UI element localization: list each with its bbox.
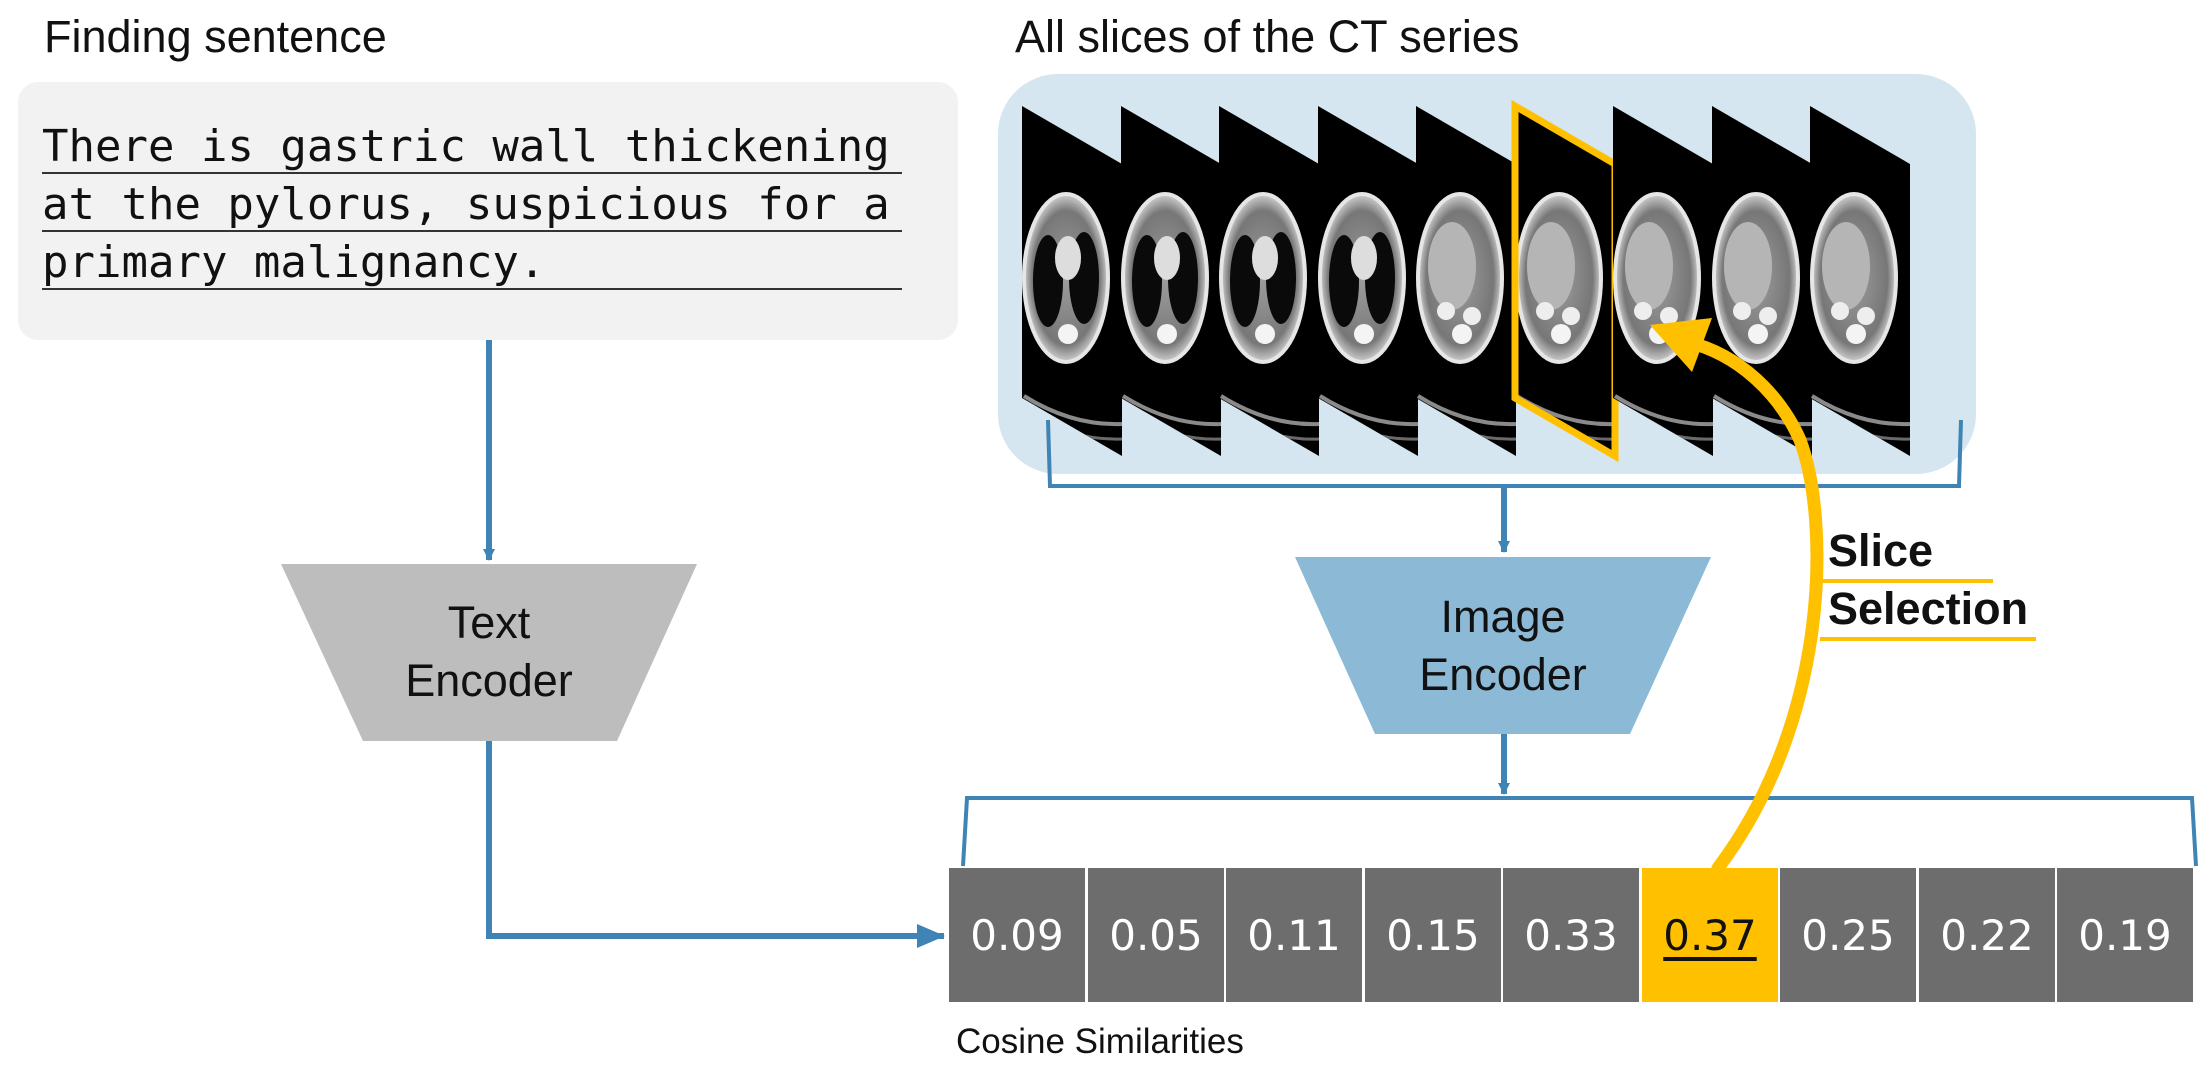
similarity-value: 0.05 [1109, 910, 1203, 960]
similarity-value: 0.09 [970, 910, 1064, 960]
ct-slice [1318, 106, 1418, 456]
similarity-cell-selected: 0.37 [1642, 868, 1778, 1002]
similarity-cell: 0.19 [2057, 868, 2193, 1002]
similarity-value: 0.37 [1663, 910, 1757, 960]
similarity-cell: 0.33 [1503, 868, 1639, 1002]
text-encoder-shape [281, 564, 697, 741]
similarity-value: 0.25 [1801, 910, 1895, 960]
similarity-value: 0.11 [1247, 910, 1341, 960]
similarity-cell: 0.09 [949, 868, 1085, 1002]
similarity-cell: 0.15 [1365, 868, 1501, 1002]
slices-brace [1046, 419, 1963, 488]
similarity-cell: 0.25 [1780, 868, 1916, 1002]
ct-slice [1712, 106, 1812, 456]
similarities-brace [961, 796, 2198, 867]
ct-slice [1613, 106, 1713, 456]
ct-slice-stack [1022, 99, 1910, 463]
image-encoder-line2: Encoder [1419, 649, 1587, 700]
slices-heading: All slices of the CT series [1015, 11, 1520, 62]
finding-line-1: There is gastric wall thickening [42, 122, 902, 174]
similarity-value: 0.19 [2078, 910, 2172, 960]
similarity-cell: 0.05 [1088, 868, 1224, 1002]
ct-slice [1022, 106, 1122, 456]
ct-slice [1416, 106, 1516, 456]
finding-line-3: primary malignancy. [42, 238, 902, 290]
image-encoder-shape [1295, 557, 1711, 734]
text-encoder-label: Text Encoder [339, 594, 639, 710]
image-encoder-label: Image Encoder [1353, 588, 1653, 704]
ct-slice [1219, 106, 1319, 456]
similarity-cell: 0.22 [1919, 868, 2055, 1002]
ct-slice [1121, 106, 1221, 456]
similarities-caption: Cosine Similarities [956, 1022, 1244, 1061]
ct-slice [1810, 106, 1910, 456]
slice-selection-line2: Selection [1820, 586, 2037, 641]
slice-selection-arrow [1681, 335, 1824, 875]
text-encoder-to-similarities-arrow [486, 741, 945, 948]
text-encoder-line1: Text [447, 597, 531, 648]
slice-selection-arrowhead [1650, 318, 1712, 372]
slice-selection-line1: Slice [1820, 528, 1994, 583]
similarity-value: 0.22 [1940, 910, 2034, 960]
image-encoder-line1: Image [1440, 591, 1566, 642]
finding-line-2: at the pylorus, suspicious for a [42, 180, 902, 232]
similarity-value: 0.33 [1524, 910, 1618, 960]
text-encoder-line2: Encoder [405, 655, 573, 706]
similarity-value: 0.15 [1386, 910, 1480, 960]
similarity-cell: 0.11 [1226, 868, 1362, 1002]
finding-heading: Finding sentence [44, 11, 387, 62]
finding-sentence-box [18, 82, 958, 340]
ct-slice-selected [1511, 99, 1619, 463]
